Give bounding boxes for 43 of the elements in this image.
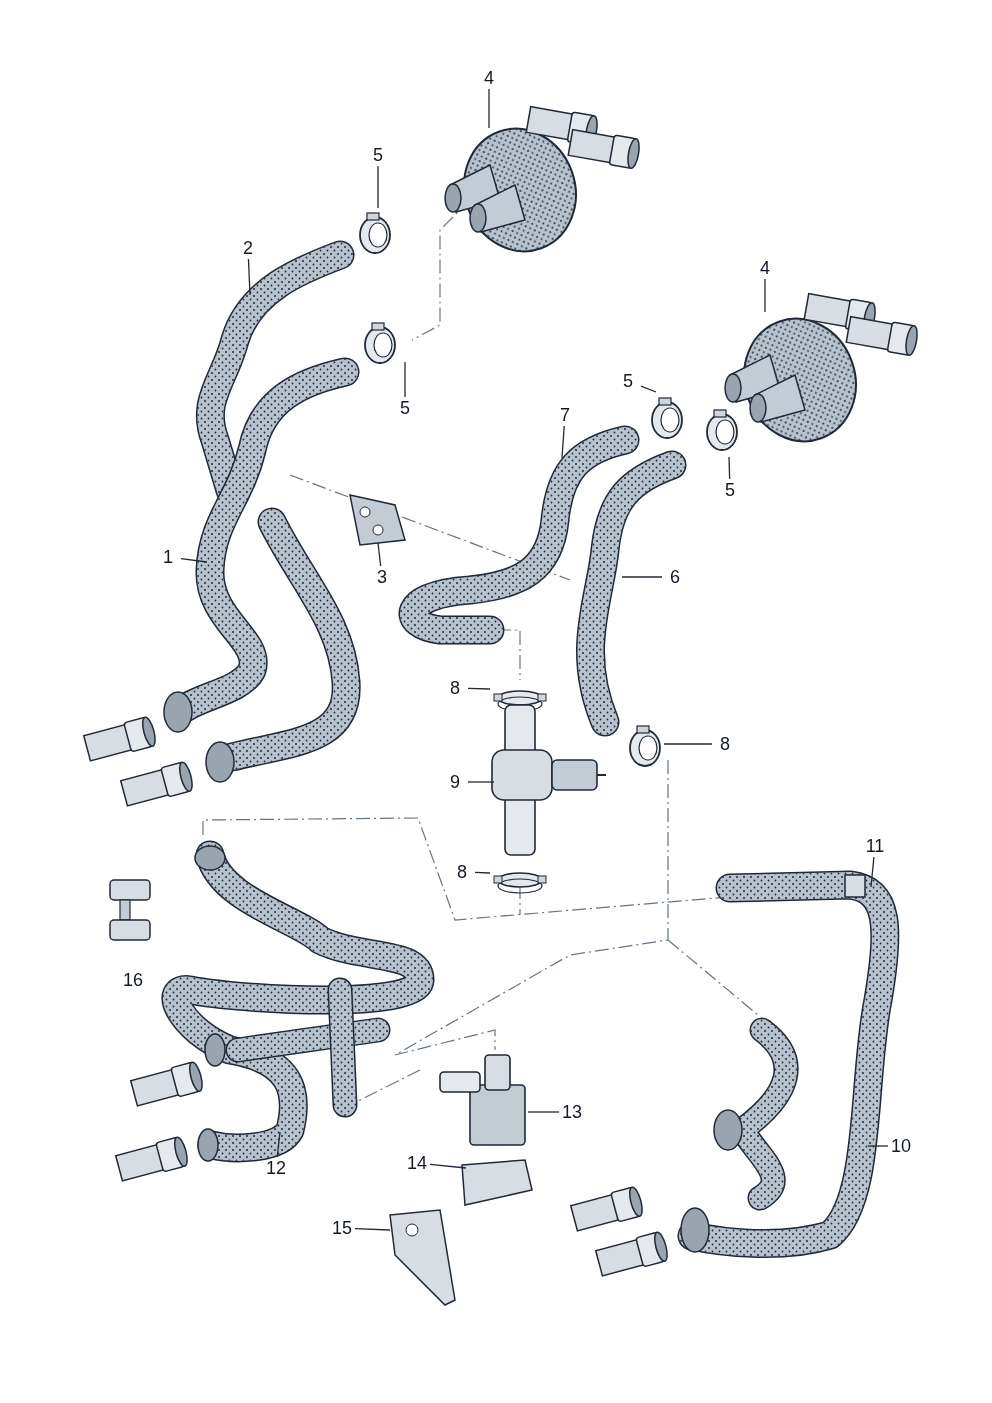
callout-number: 14 [404, 1152, 430, 1174]
leader-line [764, 278, 766, 313]
callout-number: 12 [263, 1157, 289, 1179]
leader-line [640, 385, 657, 393]
leader-line [377, 165, 379, 209]
leader-line [561, 425, 565, 459]
callout-number: 5 [717, 479, 743, 501]
leader-line [404, 361, 406, 398]
leader-line [867, 1145, 889, 1147]
leader-line [354, 1227, 391, 1231]
callout-number: 5 [615, 370, 641, 392]
leader-line [488, 88, 490, 129]
callout-number: 10 [888, 1135, 914, 1157]
leader-line [474, 871, 491, 874]
callout-number: 6 [662, 566, 688, 588]
callout-number: 4 [476, 67, 502, 89]
leader-line [429, 1163, 467, 1169]
leader-line [276, 1131, 281, 1158]
leader-line [180, 558, 208, 563]
leader-line [527, 1111, 560, 1113]
leader-line [663, 743, 713, 745]
callout-number: 8 [449, 861, 475, 883]
callout-number: 8 [712, 733, 738, 755]
callout-number: 15 [329, 1217, 355, 1239]
callout-number: 16 [122, 969, 144, 991]
callout-number: 3 [369, 566, 395, 588]
leader-line [467, 687, 491, 690]
leader-line [728, 456, 731, 480]
callout-number: 7 [552, 404, 578, 426]
leader-line [377, 542, 382, 567]
callout-number: 11 [862, 835, 888, 857]
leader-line [247, 258, 251, 296]
callout-number: 13 [559, 1101, 585, 1123]
callout-number: 4 [752, 257, 778, 279]
callout-number: 1 [155, 546, 181, 568]
leader-line [621, 576, 663, 578]
callout-number: 9 [442, 771, 468, 793]
callout-number: 5 [365, 144, 391, 166]
leader-line [467, 781, 495, 783]
leader-line [870, 856, 875, 888]
callout-number: 8 [442, 677, 468, 699]
callout-number: 2 [235, 237, 261, 259]
callout-number: 5 [392, 397, 418, 419]
